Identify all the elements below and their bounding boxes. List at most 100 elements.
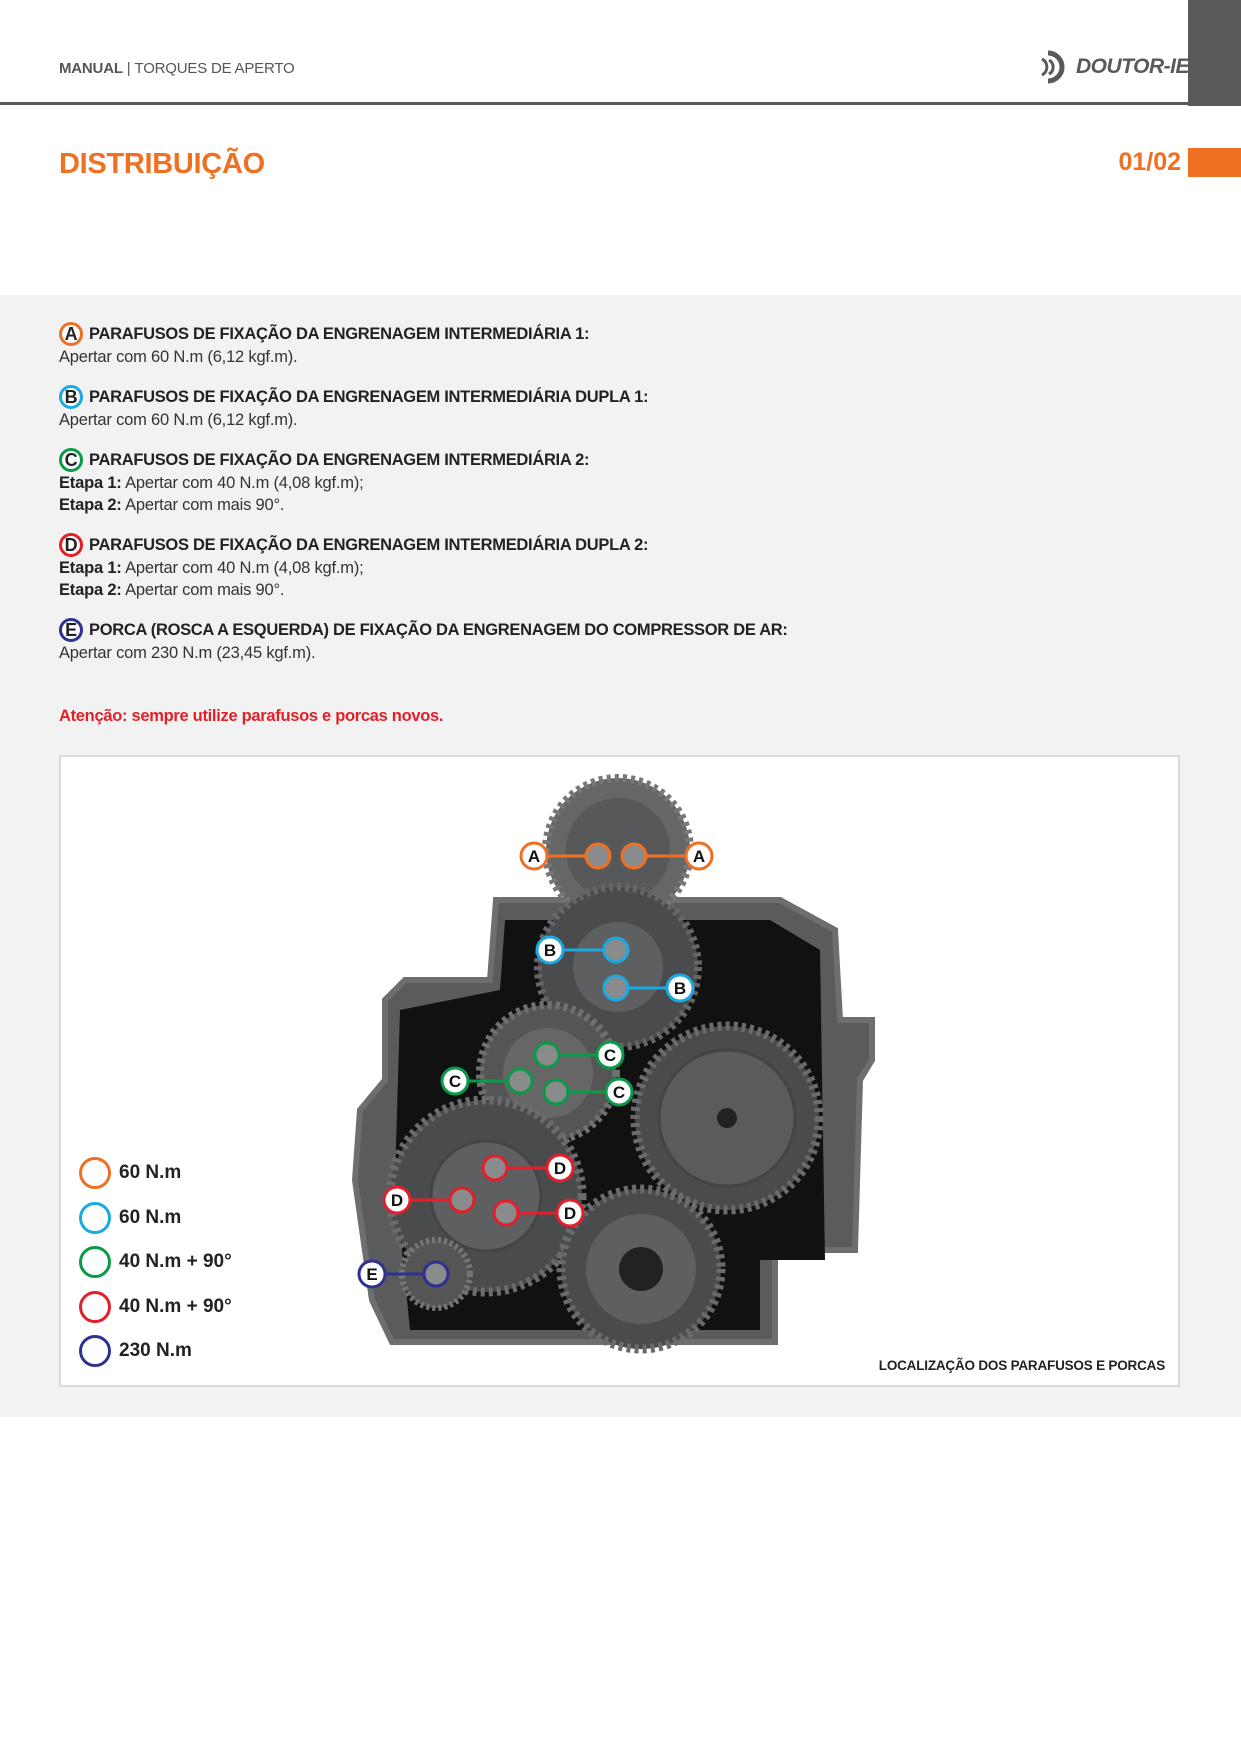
ring-icon bbox=[79, 1290, 111, 1323]
legend-item-b: 60 N.m bbox=[79, 1201, 232, 1234]
callout-badge bbox=[684, 841, 714, 871]
badge-e: E bbox=[59, 618, 83, 642]
callout-letter: A bbox=[693, 847, 705, 866]
callout-a: A bbox=[519, 841, 612, 871]
legend-label: 60 N.m bbox=[119, 1162, 182, 1183]
item-title: PORCA (ROSCA A ESQUERDA) DE FIXAÇÃO DA E… bbox=[89, 620, 788, 639]
item-title: PARAFUSOS DE FIXAÇÃO DA ENGRENAGEM INTER… bbox=[89, 535, 649, 554]
callout-badge bbox=[604, 1077, 634, 1107]
callout-badge bbox=[555, 1198, 585, 1228]
header-divider bbox=[0, 102, 1188, 105]
bolt-marker bbox=[492, 1199, 520, 1227]
callout-c: C bbox=[542, 1077, 634, 1107]
callout-letter: A bbox=[528, 847, 540, 866]
step-label: Etapa 1: bbox=[59, 559, 122, 577]
bolt-marker bbox=[602, 936, 630, 964]
header-tab bbox=[1188, 0, 1241, 106]
section-label: TORQUES DE APERTO bbox=[134, 60, 295, 77]
callout-badge bbox=[595, 1040, 625, 1070]
callout-d: D bbox=[481, 1153, 575, 1183]
step-label: Etapa 2: bbox=[59, 581, 122, 599]
callout-c: C bbox=[533, 1040, 625, 1070]
step-text: Apertar com mais 90°. bbox=[125, 496, 285, 514]
callout-letter: C bbox=[613, 1083, 625, 1102]
item-text: Apertar com 60 N.m (6,12 kgf.m). bbox=[59, 411, 298, 429]
item-title: PARAFUSOS DE FIXAÇÃO DA ENGRENAGEM INTER… bbox=[89, 387, 649, 406]
legend-item-a: 60 N.m bbox=[79, 1157, 232, 1189]
callout-letter: D bbox=[554, 1159, 566, 1178]
ring-icon bbox=[79, 1201, 111, 1234]
callout-letter: C bbox=[604, 1046, 616, 1065]
figure-caption: LOCALIZAÇÃO DOS PARAFUSOS E PORCAS bbox=[878, 1358, 1165, 1373]
callout-a: A bbox=[620, 841, 714, 871]
legend-label: 40 N.m + 90° bbox=[119, 1251, 232, 1272]
bolt-marker bbox=[533, 1041, 561, 1069]
bolt-marker bbox=[506, 1067, 534, 1095]
callout-letter: B bbox=[674, 979, 686, 998]
breadcrumb: MANUAL|TORQUES DE APERTO bbox=[59, 60, 295, 77]
gear-bottom bbox=[556, 1184, 726, 1354]
warning-text: Atenção: sempre utilize parafusos e porc… bbox=[59, 707, 444, 725]
bolt-marker bbox=[584, 842, 612, 870]
ring-icon bbox=[79, 1246, 111, 1278]
page-number: 01/02 bbox=[1118, 148, 1181, 176]
gear-b bbox=[534, 883, 702, 1051]
ring-icon bbox=[79, 1157, 111, 1189]
callout-badge bbox=[535, 935, 565, 965]
logo-text: DOUTOR-IE bbox=[1076, 55, 1189, 78]
item-title: PARAFUSOS DE FIXAÇÃO DA ENGRENAGEM INTER… bbox=[89, 450, 590, 469]
callout-e: E bbox=[357, 1259, 450, 1289]
item-d: D PARAFUSOS DE FIXAÇÃO DA ENGRENAGEM INTE… bbox=[59, 533, 959, 601]
legend-item-c: 40 N.m + 90° bbox=[79, 1246, 232, 1278]
callout-letter: E bbox=[366, 1265, 377, 1284]
bolt-marker bbox=[481, 1154, 509, 1182]
step-text: Apertar com 40 N.m (4,08 kgf.m); bbox=[125, 474, 364, 492]
bolt-marker bbox=[620, 842, 648, 870]
item-title: PARAFUSOS DE FIXAÇÃO DA ENGRENAGEM INTER… bbox=[89, 324, 590, 343]
callout-letter: D bbox=[391, 1191, 403, 1210]
callout-c: C bbox=[440, 1066, 534, 1096]
callout-badge bbox=[519, 841, 549, 871]
legend-label: 40 N.m + 90° bbox=[119, 1295, 232, 1317]
callout-b: B bbox=[535, 935, 630, 965]
step-label: Etapa 2: bbox=[59, 496, 122, 514]
bolt-marker bbox=[422, 1260, 450, 1288]
page-title: DISTRIBUIÇÃO bbox=[59, 148, 265, 180]
item-e: E PORCA (ROSCA A ESQUERDA) DE FIXAÇÃO DA … bbox=[59, 618, 959, 664]
gear-right bbox=[630, 1021, 824, 1215]
badge-a: A bbox=[59, 322, 83, 346]
badge-d: D bbox=[59, 533, 83, 557]
callout-badge bbox=[545, 1153, 575, 1183]
bolt-marker bbox=[448, 1186, 476, 1214]
callout-b: B bbox=[602, 973, 695, 1003]
legend-item-d: 40 N.m + 90° bbox=[79, 1290, 232, 1323]
callout-badge bbox=[357, 1259, 387, 1289]
step-label: Etapa 1: bbox=[59, 474, 122, 492]
legend-label: 230 N.m bbox=[119, 1340, 192, 1361]
torque-list: A PARAFUSOS DE FIXAÇÃO DA ENGRENAGEM INTE… bbox=[59, 322, 959, 681]
callout-badge bbox=[665, 973, 695, 1003]
bolt-marker bbox=[602, 974, 630, 1002]
callout-letter: C bbox=[449, 1072, 461, 1091]
manual-label: MANUAL bbox=[59, 60, 123, 77]
item-c: C PARAFUSOS DE FIXAÇÃO DA ENGRENAGEM INTE… bbox=[59, 448, 959, 516]
step-text: Apertar com 40 N.m (4,08 kgf.m); bbox=[125, 559, 364, 577]
legend-label: 60 N.m bbox=[119, 1206, 182, 1228]
item-b: B PARAFUSOS DE FIXAÇÃO DA ENGRENAGEM INTE… bbox=[59, 385, 959, 431]
callout-letter: B bbox=[544, 941, 556, 960]
callout-letter: D bbox=[564, 1204, 576, 1223]
badge-b: B bbox=[59, 385, 83, 409]
item-text: Apertar com 230 N.m (23,45 kgf.m). bbox=[59, 644, 316, 662]
badge-c: C bbox=[59, 448, 83, 472]
step-text: Apertar com mais 90°. bbox=[125, 581, 285, 599]
legend: 60 N.m 60 N.m 40 N.m + 90° 40 N.m + 90° … bbox=[79, 1157, 232, 1380]
page-marker bbox=[1188, 148, 1241, 177]
item-a: A PARAFUSOS DE FIXAÇÃO DA ENGRENAGEM INTE… bbox=[59, 322, 959, 368]
bolt-marker bbox=[542, 1078, 570, 1106]
callout-badge bbox=[382, 1185, 412, 1215]
logo-icon bbox=[1041, 50, 1065, 84]
legend-item-e: 230 N.m bbox=[79, 1335, 232, 1367]
callout-badge bbox=[440, 1066, 470, 1096]
callout-d: D bbox=[492, 1198, 585, 1228]
